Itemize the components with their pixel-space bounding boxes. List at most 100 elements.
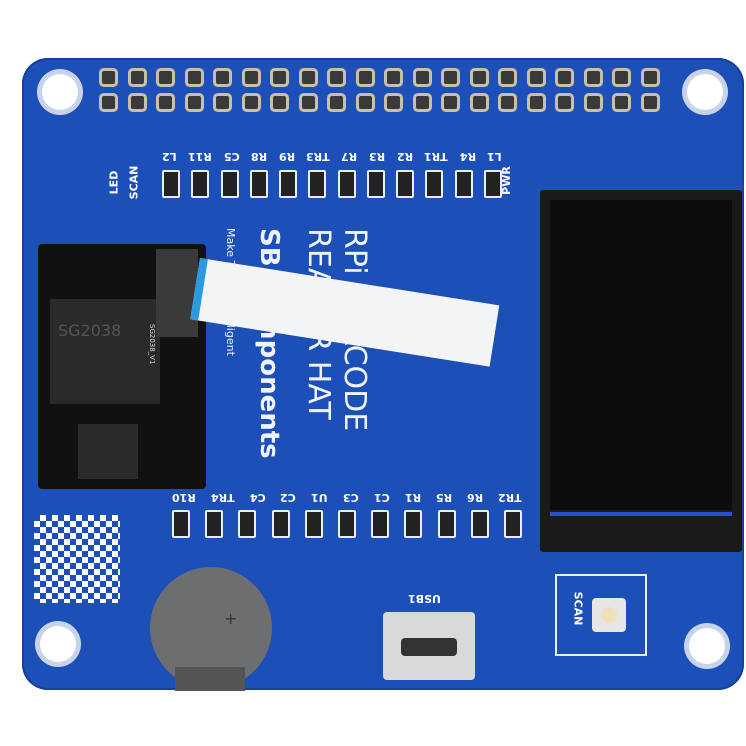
label: R10: [172, 491, 196, 504]
label: R2: [396, 150, 413, 163]
smd-component: [172, 510, 190, 538]
label: TR1: [424, 150, 449, 163]
header-pin: [244, 71, 258, 84]
scan-led-label: SCAN: [127, 165, 141, 200]
led-label: LED: [107, 170, 121, 195]
header-pin: [358, 96, 372, 109]
scan-button[interactable]: [592, 598, 626, 632]
label: R11: [188, 150, 212, 163]
mounting-hole: [42, 74, 78, 110]
header-pin: [558, 96, 571, 109]
bottom-components: [172, 510, 522, 538]
label: R3: [369, 150, 386, 163]
header-pin: [273, 71, 286, 84]
smd-component: [271, 510, 290, 538]
header-pin: [244, 96, 258, 109]
label: R9: [278, 150, 295, 163]
header-pin: [216, 71, 229, 84]
label: R4: [459, 150, 476, 163]
header-pin: [529, 71, 543, 84]
header-pin: [615, 71, 628, 84]
label: L2: [162, 150, 177, 163]
header-pin: [586, 96, 600, 109]
label: R5: [435, 491, 452, 504]
mounting-hole: [40, 626, 76, 662]
header-pin: [216, 96, 229, 109]
label: U1: [311, 491, 328, 504]
header-pin: [159, 96, 172, 109]
header-pin: [586, 71, 600, 84]
smd-component: [503, 510, 522, 538]
button-cap: [601, 607, 617, 623]
header-pin: [301, 96, 315, 109]
usb-socket: [401, 638, 457, 656]
header-pin: [643, 71, 657, 84]
gpio-header: [102, 71, 662, 121]
label: C2: [280, 491, 297, 504]
header-pin: [273, 96, 286, 109]
lcd-display: [540, 190, 742, 552]
header-pin: [159, 71, 172, 84]
scan-label: SCAN: [571, 591, 585, 626]
pwr-label: PWR: [499, 166, 513, 195]
scanner-module: SG2038 SG2038_V1: [38, 244, 206, 489]
header-pin: [615, 96, 628, 109]
header-pin: [444, 96, 457, 109]
tagline-wrap: Make Things Intelligent: [224, 228, 365, 356]
smd-component: [304, 510, 323, 538]
label: R6: [467, 491, 484, 504]
header-pin: [501, 96, 514, 109]
scan-button-outline: SCAN: [555, 574, 647, 656]
top-components: [162, 170, 502, 198]
lcd-frame-strip: [550, 512, 732, 516]
smd-component: [279, 170, 298, 198]
header-pin: [330, 96, 343, 109]
micro-usb-port[interactable]: [383, 612, 475, 680]
header-pin: [444, 71, 457, 84]
label: R8: [250, 150, 267, 163]
module-name: SG2038_V1: [148, 324, 156, 365]
mounting-hole: [687, 74, 723, 110]
header-pin: [472, 71, 486, 84]
header-pin: [187, 96, 201, 109]
buzzer-base: [175, 667, 245, 691]
bottom-labels: R10 TR4 C4 C2 U1 C3 C1 R1 R5 R6 TR2: [172, 491, 522, 504]
mounting-hole: [689, 628, 725, 664]
header-pin: [130, 71, 144, 84]
smd-component: [205, 510, 224, 538]
header-pin: [558, 71, 571, 84]
label: C5: [223, 150, 240, 163]
header-pin: [330, 71, 343, 84]
smd-component: [366, 170, 385, 198]
qr-code: [34, 515, 120, 603]
fpc-connector: [156, 249, 198, 337]
brand-name: SB Components: [254, 228, 284, 459]
header-pin: [387, 96, 400, 109]
header-pin: [415, 71, 429, 84]
smd-component: [483, 170, 502, 198]
label: R1: [404, 491, 421, 504]
chip-label: SG2038: [58, 321, 122, 340]
smd-component: [454, 170, 473, 198]
label: R7: [341, 150, 358, 163]
lcd-screen: [550, 200, 732, 510]
smd-component: [337, 170, 356, 198]
smd-component: [425, 170, 444, 198]
smd-component: [337, 510, 356, 538]
buzzer: +: [150, 567, 272, 691]
smd-component: [371, 510, 390, 538]
label: C3: [342, 491, 359, 504]
smd-component: [191, 170, 210, 198]
header-pin: [130, 96, 144, 109]
header-pin: [387, 71, 400, 84]
header-pin: [102, 96, 115, 109]
header-pin: [501, 71, 514, 84]
label: C1: [373, 491, 390, 504]
scanner-chip: SG2038: [50, 299, 160, 404]
header-pin: [187, 71, 201, 84]
smd-component: [470, 510, 489, 538]
smd-component: [404, 510, 423, 538]
header-pin: [301, 71, 315, 84]
smd-component: [437, 510, 456, 538]
flash-chip: [78, 424, 138, 479]
